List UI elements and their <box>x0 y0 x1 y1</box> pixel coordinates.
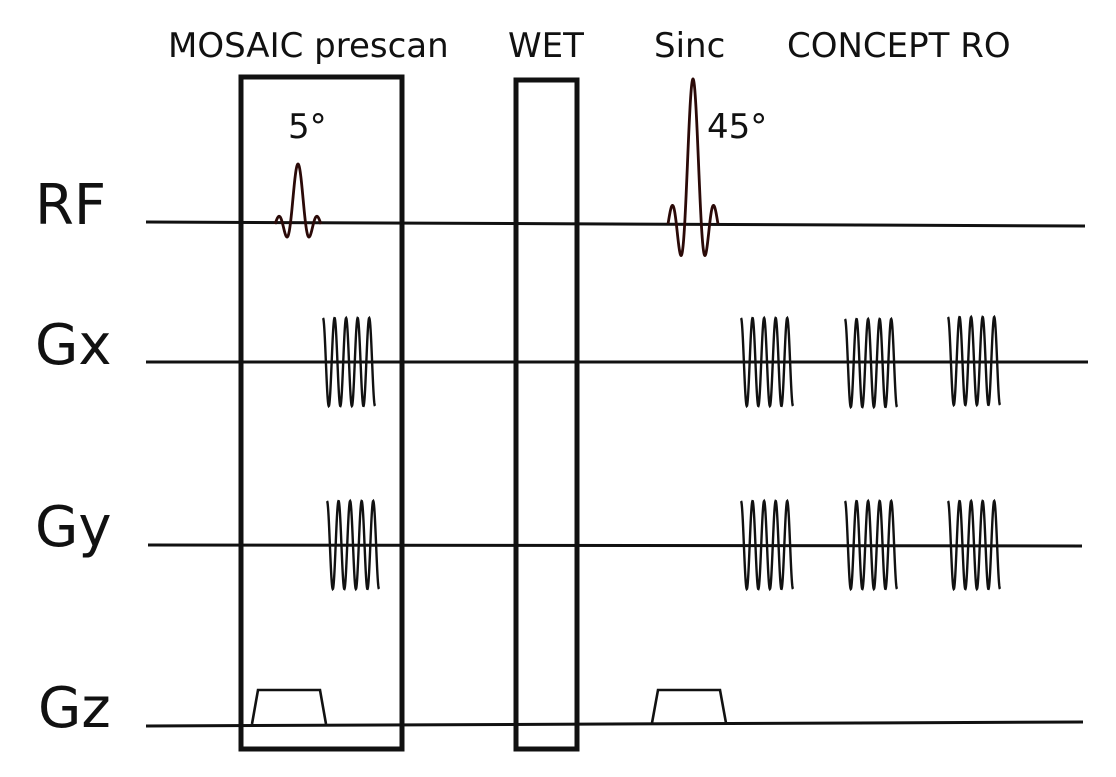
gy-readout-prescan <box>325 498 381 592</box>
readout-waveforms <box>321 314 1002 592</box>
channel-label-gx: Gx <box>35 313 112 378</box>
gx-readout-concept-3 <box>946 314 1002 408</box>
header-mosaic-prescan: MOSAIC prescan <box>168 26 449 66</box>
gx-readout-concept-2 <box>843 316 899 410</box>
channel-label-rf: RF <box>35 173 106 238</box>
gy-readout-concept-3 <box>946 498 1002 592</box>
gz-baseline <box>145 720 1084 728</box>
mosaic-prescan-box <box>238 74 405 752</box>
header-wet: WET <box>508 26 584 66</box>
gz-slice-select-trapezoid-prescan <box>250 688 328 725</box>
flip-angle-prescan: 5° <box>288 107 327 147</box>
gy-baseline <box>147 543 1083 548</box>
gy-readout-concept-2 <box>843 498 899 592</box>
rf-baseline <box>145 220 1086 228</box>
channel-label-gy: Gy <box>35 495 112 560</box>
wet-box <box>513 77 580 752</box>
rf-sinc-pulse-prescan <box>273 162 323 239</box>
rf-sinc-pulse-main <box>666 77 720 257</box>
gx-readout-prescan <box>321 315 377 409</box>
flip-angle-sinc: 45° <box>707 107 767 147</box>
gx-readout-concept-1 <box>739 315 795 409</box>
channel-label-gz: Gz <box>38 676 111 741</box>
gy-readout-concept-1 <box>739 498 795 592</box>
gz-slice-select-trapezoid-main <box>650 688 728 724</box>
header-sinc: Sinc <box>654 26 725 66</box>
header-concept-ro: CONCEPT RO <box>787 26 1011 66</box>
